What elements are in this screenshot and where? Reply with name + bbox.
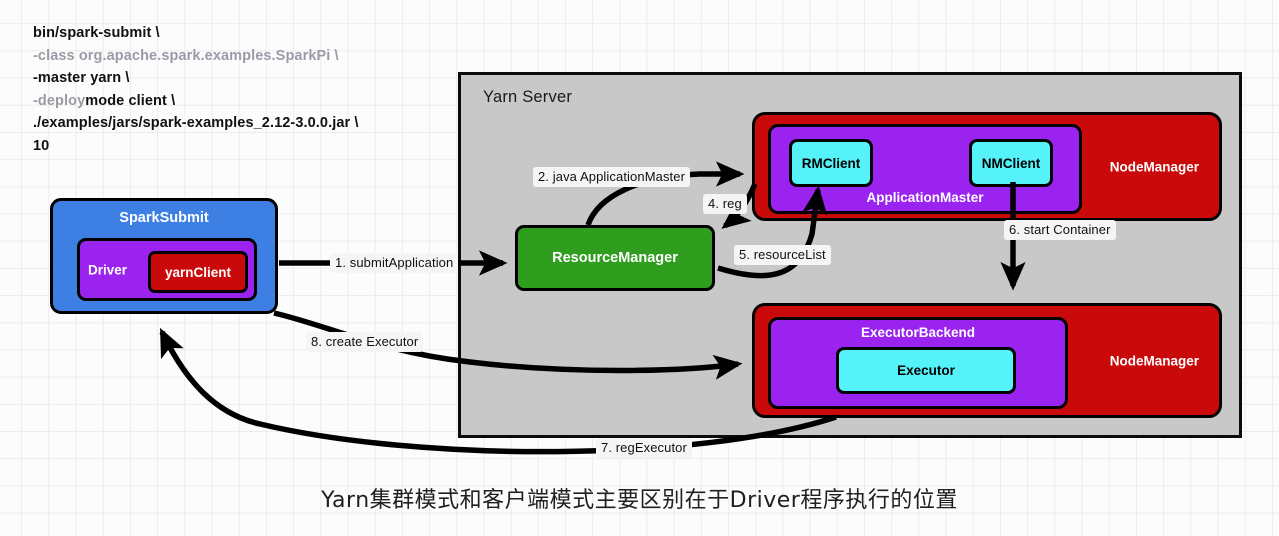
node-manager-bottom-label: NodeManager (1109, 353, 1199, 368)
arrow-label-7: 7. regExecutor (596, 438, 692, 458)
resource-manager-box: ResourceManager (515, 225, 715, 291)
application-master-box: RMClient NMClient ApplicationMaster (768, 124, 1082, 214)
arrow-label-2: 2. java ApplicationMaster (533, 167, 691, 187)
application-master-label: ApplicationMaster (866, 190, 984, 205)
driver-box: Driver yarnClient (77, 238, 257, 301)
arrow-label-4: 4. reg (703, 194, 747, 214)
arrow-label-1: 1. submitApplication (330, 253, 459, 273)
arrow-label-5: 5. resourceList (734, 245, 831, 265)
driver-label: Driver (88, 262, 128, 277)
command-segment: -class org.apache.spark.examples.SparkPi… (33, 47, 339, 64)
rm-client-box: RMClient (789, 139, 873, 187)
command-segment: 10 (33, 137, 50, 154)
command-segment: ./examples/jars/spark-examples_2.12-3.0.… (33, 115, 359, 131)
spark-submit-label: SparkSubmit (119, 210, 209, 226)
command-line: bin/spark-submit \ (33, 22, 359, 45)
node-manager-top-label: NodeManager (1109, 159, 1199, 174)
executor-backend-label: ExecutorBackend (860, 325, 976, 340)
yarn-server-label: Yarn Server (483, 88, 573, 106)
command-segment: mode client \ (85, 92, 176, 109)
command-segment: bin/spark-submit \ (33, 25, 160, 41)
executor-backend-box: ExecutorBackend Executor (768, 317, 1068, 409)
command-line: -master yarn \ (33, 67, 359, 90)
command-line: -deploymode client \ (33, 90, 359, 113)
spark-submit-command: bin/spark-submit \ -class org.apache.spar… (33, 22, 359, 157)
executor-box: Executor (836, 347, 1016, 394)
nm-client-box: NMClient (969, 139, 1053, 187)
spark-submit-box: SparkSubmit Driver yarnClient (50, 198, 278, 314)
command-segment: -deploy (33, 92, 86, 109)
node-manager-bottom-box: ExecutorBackend Executor NodeManager (752, 303, 1222, 418)
command-line: -class org.apache.spark.examples.SparkPi… (33, 45, 359, 68)
arrow-label-6: 6. start Container (1004, 220, 1116, 240)
node-manager-top-box: RMClient NMClient ApplicationMaster Node… (752, 112, 1222, 221)
diagram-caption: Yarn集群模式和客户端模式主要区别在于Driver程序执行的位置 (321, 488, 958, 513)
command-line: 10 (33, 135, 359, 158)
command-line: ./examples/jars/spark-examples_2.12-3.0.… (33, 112, 359, 135)
yarn-client-box: yarnClient (148, 251, 248, 293)
command-segment: -master yarn \ (33, 70, 130, 86)
arrow-label-8: 8. create Executor (306, 332, 424, 352)
